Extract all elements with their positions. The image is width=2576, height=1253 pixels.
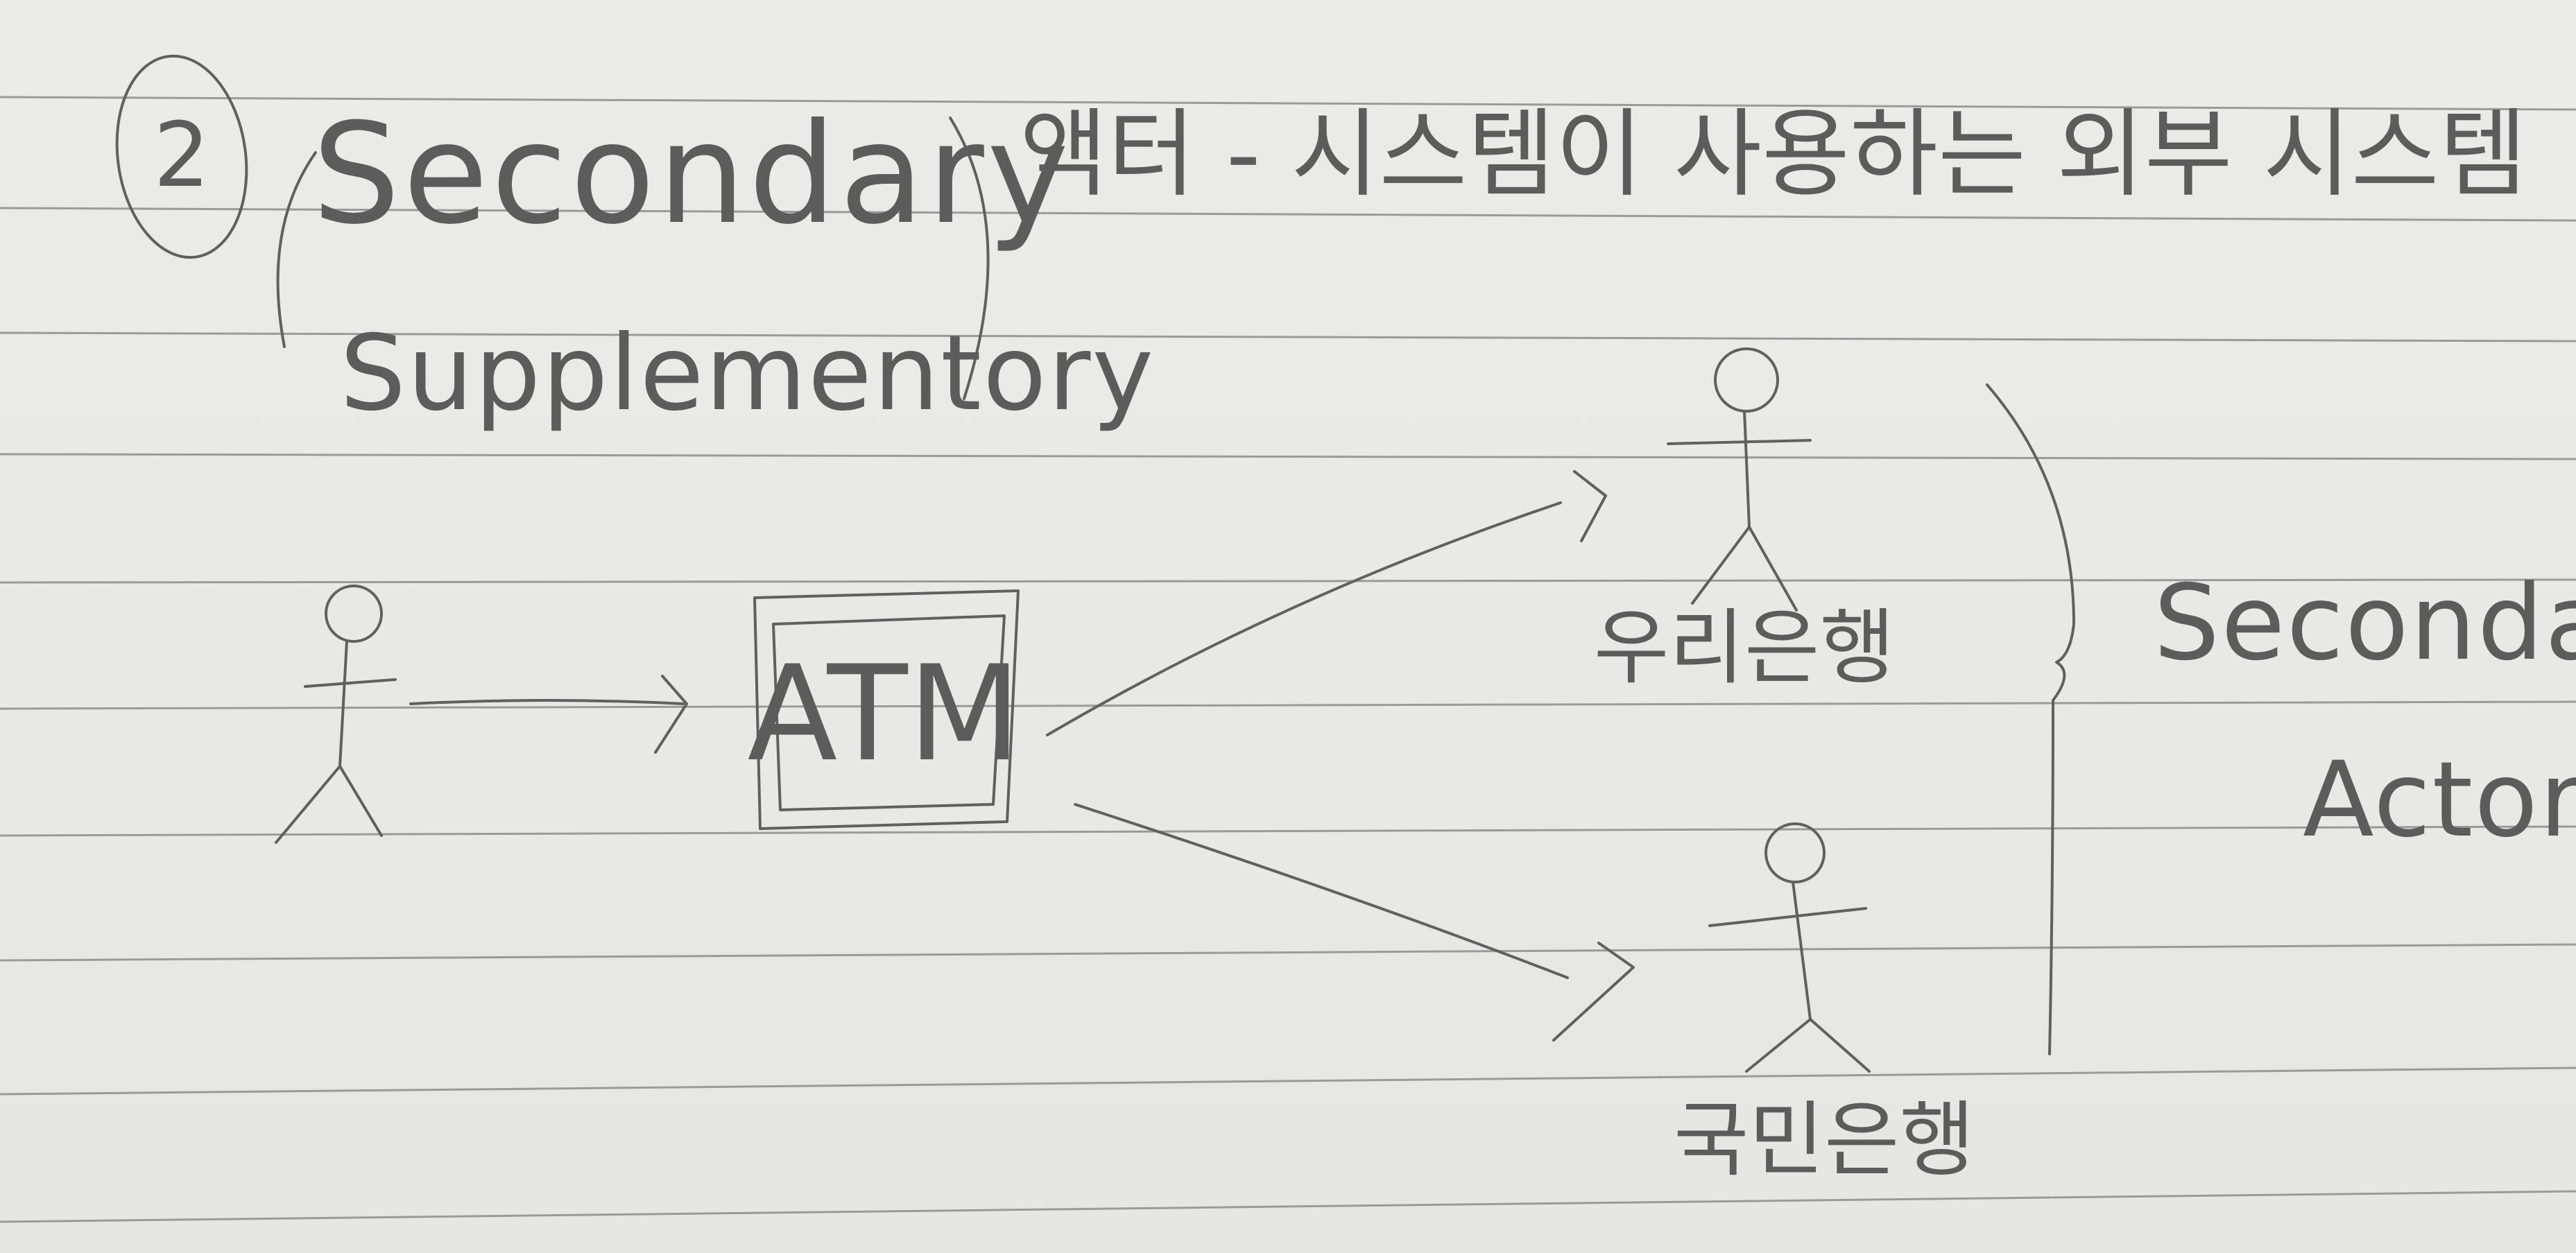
arrow-head	[1552, 942, 1635, 1042]
actor-leg-right	[1748, 526, 1798, 612]
rule-line	[0, 331, 2576, 343]
arrow-line	[1074, 803, 1569, 979]
arrow-atm-to-top-actor	[1046, 470, 1607, 736]
actor-body	[338, 640, 348, 768]
rule-line	[0, 1066, 2576, 1096]
arrow-line	[409, 699, 685, 705]
actor-arms	[1708, 907, 1867, 927]
definition-text: 액터 - 시스템이 사용하는 외부 시스템	[1020, 98, 2527, 210]
actor-leg-right	[338, 765, 383, 837]
actor-head	[1764, 822, 1826, 883]
heading-alt-text: Supplementory	[340, 313, 1155, 434]
rule-line	[0, 207, 2576, 222]
brace-label-line1: Secondary	[2154, 563, 2576, 684]
atm-system-box: ATM	[747, 589, 1022, 830]
atm-box-outer	[753, 589, 1020, 830]
atm-box-inner	[772, 614, 1006, 811]
actors-group-brace	[1986, 383, 2075, 1055]
actor-arms	[304, 678, 397, 688]
actor-leg-left	[1691, 526, 1751, 605]
rule-line	[0, 578, 2576, 584]
rule-line	[0, 943, 2576, 962]
actor-head	[325, 585, 383, 643]
arrow-head	[1573, 470, 1607, 542]
secondary-actor-bottom: 국민은행	[1674, 822, 1975, 1188]
actor-body	[1743, 410, 1751, 528]
rule-line	[0, 1190, 2576, 1223]
arrow-atm-to-bottom-actor	[1074, 803, 1635, 1042]
ruled-lines	[0, 96, 2576, 1223]
heading-close-paren	[949, 116, 990, 400]
arrow-user-to-atm	[409, 675, 688, 754]
actor-arms	[1667, 439, 1812, 445]
actor-head	[1714, 347, 1779, 413]
circled-number: 2	[115, 54, 248, 259]
atm-label: ATM	[747, 637, 1021, 790]
actor-body	[1792, 881, 1812, 1021]
actor-bottom-label: 국민은행	[1674, 1092, 1975, 1188]
brace-label-line2: Actor	[2303, 740, 2576, 861]
actor-leg-left	[275, 765, 341, 844]
number-text: 2	[153, 104, 209, 207]
rule-line	[0, 825, 2576, 837]
secondary-actor-top: 우리은행	[1594, 347, 1895, 695]
arrow-head	[654, 675, 688, 754]
heading-term-text: Secondary	[312, 94, 1072, 255]
actor-leg-left	[1745, 1018, 1812, 1073]
rule-line	[0, 700, 2576, 710]
heading-open-paren	[276, 151, 317, 348]
number-circle	[115, 54, 248, 259]
arrow-line	[1046, 501, 1562, 736]
rule-line	[0, 96, 2576, 111]
actor-leg-right	[1809, 1018, 1871, 1073]
rule-line	[0, 453, 2576, 460]
actor-top-label: 우리은행	[1594, 600, 1895, 695]
primary-actor-figure	[275, 585, 397, 844]
